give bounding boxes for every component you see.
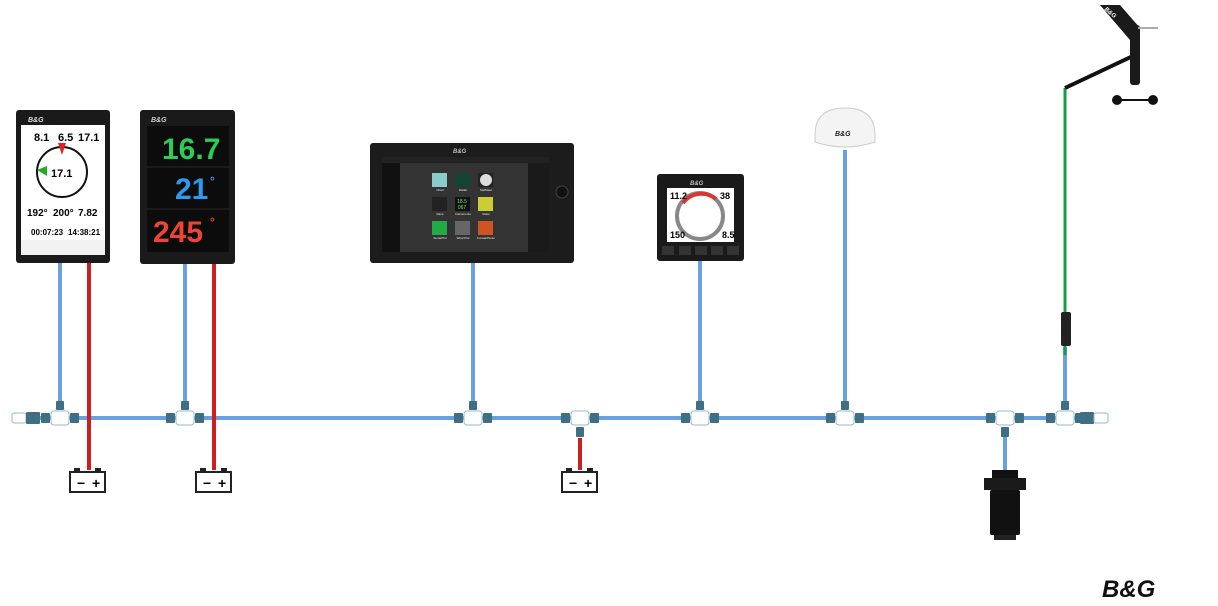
- svg-text:192°: 192°: [27, 208, 48, 219]
- t-connector: [825, 400, 865, 426]
- svg-text:−: −: [569, 475, 577, 491]
- svg-text:+: +: [92, 475, 100, 491]
- svg-text:17.1: 17.1: [78, 132, 99, 144]
- svg-text:7.82: 7.82: [78, 208, 98, 219]
- t-connector: [453, 400, 493, 426]
- svg-text:6.5: 6.5: [58, 132, 73, 144]
- wind-sensor: B&G: [1061, 5, 1158, 346]
- multifunction-display: B&G Chart Radar SailSteer Race 18.5 067 …: [370, 143, 574, 263]
- svg-text:B&G: B&G: [453, 149, 467, 155]
- t-connector: [40, 400, 80, 426]
- svg-text:SailSteer: SailSteer: [480, 188, 492, 192]
- svg-text:14:38:21: 14:38:21: [68, 228, 101, 237]
- svg-text:Race: Race: [436, 212, 443, 216]
- brand-logo: B&G: [1102, 576, 1155, 603]
- t-connector-power: [561, 410, 599, 437]
- svg-text:Radar: Radar: [459, 188, 467, 192]
- svg-text:245: 245: [153, 216, 203, 249]
- battery: − +: [195, 467, 232, 493]
- svg-text:18.5: 18.5: [457, 199, 467, 205]
- t-connector: [165, 400, 205, 426]
- terminator-right: [1080, 412, 1109, 424]
- gps-antenna: B&G: [814, 107, 876, 148]
- battery: − +: [561, 467, 598, 493]
- svg-text:Instruments: Instruments: [455, 212, 471, 216]
- svg-text:°: °: [210, 215, 215, 229]
- svg-text:067: 067: [458, 205, 467, 211]
- svg-text:°: °: [210, 174, 215, 188]
- svg-text:21: 21: [175, 173, 208, 206]
- svg-text:+: +: [218, 475, 226, 491]
- svg-text:150: 150: [670, 230, 685, 240]
- svg-text:B&G: B&G: [835, 131, 851, 138]
- svg-text:200°: 200°: [53, 208, 74, 219]
- battery: − +: [69, 467, 106, 493]
- instrument-display-2: B&G 16.7 21 ° 245 °: [140, 110, 235, 264]
- power-cables: [87, 262, 582, 470]
- svg-text:38: 38: [720, 191, 730, 201]
- svg-text:8.5: 8.5: [722, 230, 735, 240]
- t-connector: [680, 400, 720, 426]
- instrument-display-1: B&G 8.1 6.5 17.1 17.1 192° 200° 7.82 00:…: [16, 110, 110, 263]
- t-connector: [1045, 400, 1085, 426]
- triton-display: B&G 11.2 38 150 8.5: [657, 174, 744, 261]
- svg-text:Video: Video: [482, 212, 490, 216]
- svg-text:8.1: 8.1: [34, 132, 49, 144]
- t-connector-transducer: [986, 410, 1024, 437]
- terminator-left: [11, 412, 40, 424]
- svg-text:Chart: Chart: [436, 188, 444, 192]
- svg-text:+: +: [584, 475, 592, 491]
- svg-text:B&G: B&G: [151, 117, 167, 124]
- svg-text:16.7: 16.7: [162, 133, 220, 166]
- svg-text:B&G: B&G: [28, 117, 44, 124]
- svg-text:ForwardScan: ForwardScan: [477, 236, 495, 240]
- drop-cables: [58, 150, 1067, 470]
- svg-text:Wind Plot: Wind Plot: [457, 236, 470, 240]
- svg-text:17.1: 17.1: [51, 168, 72, 180]
- svg-text:−: −: [203, 475, 211, 491]
- svg-text:−: −: [77, 475, 85, 491]
- svg-text:SonarPlot: SonarPlot: [433, 236, 446, 240]
- svg-text:00:07:23: 00:07:23: [31, 228, 64, 237]
- svg-text:B&G: B&G: [690, 181, 704, 187]
- depth-transducer: [984, 470, 1026, 540]
- svg-text:11.2: 11.2: [670, 191, 687, 201]
